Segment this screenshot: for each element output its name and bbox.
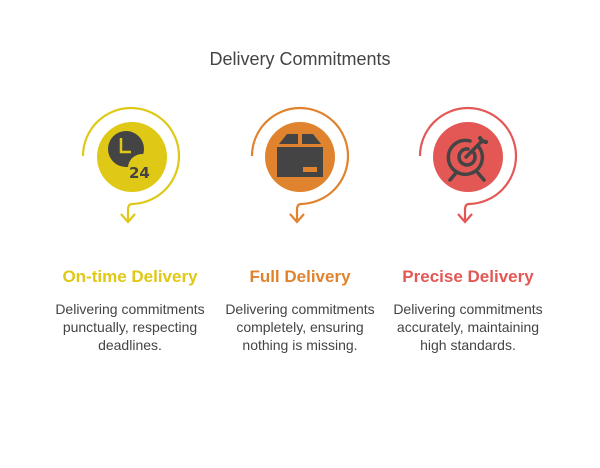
target-arrow-icon bbox=[446, 136, 488, 182]
item-heading: Precise Delivery bbox=[402, 267, 534, 286]
icons-layer: 24 bbox=[81, 106, 518, 224]
item-heading: Full Delivery bbox=[249, 267, 351, 286]
item-heading: On-time Delivery bbox=[62, 267, 198, 286]
item-full: Full Delivery Delivering commitments com… bbox=[225, 266, 375, 354]
page-title: Delivery Commitments bbox=[209, 49, 391, 69]
item-3-graphic bbox=[418, 106, 518, 224]
circular-arrow-icon bbox=[250, 106, 350, 222]
item-2-graphic bbox=[250, 106, 350, 224]
clock-24-icon: 24 bbox=[108, 131, 156, 182]
arrow-head-icon bbox=[120, 213, 136, 224]
item-on-time: On-time Delivery Delivering commitments … bbox=[55, 266, 205, 354]
arrow-head-icon bbox=[289, 213, 305, 224]
package-box-icon bbox=[277, 134, 323, 177]
circular-arrow-icon bbox=[81, 106, 181, 222]
circular-arrow-icon bbox=[418, 106, 518, 222]
item-1-graphic: 24 bbox=[81, 106, 181, 224]
item-precise: Precise Delivery Delivering commitments … bbox=[393, 266, 543, 354]
item-description: Delivering commitments accurately, maint… bbox=[393, 301, 543, 353]
arrow-head-icon bbox=[457, 213, 473, 224]
item-description: Delivering commitments completely, ensur… bbox=[225, 301, 375, 353]
item-description: Delivering commitments punctually, respe… bbox=[55, 301, 205, 353]
svg-text:24: 24 bbox=[129, 164, 150, 182]
